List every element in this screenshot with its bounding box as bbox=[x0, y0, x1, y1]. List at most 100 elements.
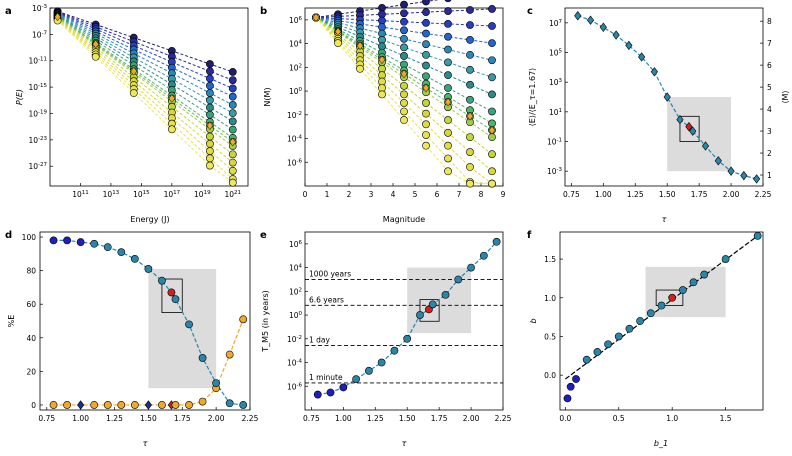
data-point-b bbox=[488, 179, 496, 188]
y-tick-label-c: 101 bbox=[549, 108, 562, 117]
data-point-a bbox=[206, 132, 214, 141]
x-tick-label-b: 7 bbox=[457, 190, 462, 199]
data-point-a bbox=[228, 117, 237, 126]
data-point-f bbox=[657, 301, 666, 310]
data-point-a bbox=[206, 89, 214, 97]
data-point-e bbox=[364, 366, 373, 375]
data-point-d-orange bbox=[103, 401, 112, 409]
y-tick-label-b: 102 bbox=[289, 63, 302, 72]
data-point-c bbox=[753, 174, 761, 184]
axes-d bbox=[39, 231, 251, 411]
data-point-b bbox=[378, 90, 386, 99]
data-point-b bbox=[488, 90, 496, 99]
data-point-f bbox=[636, 317, 645, 325]
xlabel-b: Magnitude bbox=[383, 215, 425, 224]
y-tick-label-c: 103 bbox=[549, 78, 563, 87]
xlabel-c: τ bbox=[662, 215, 667, 224]
data-point-d-teal bbox=[76, 238, 85, 246]
data-point-e bbox=[479, 251, 488, 260]
x-tick-label-b: 2 bbox=[347, 190, 352, 199]
data-point-d-orange bbox=[117, 401, 126, 409]
series-line-e bbox=[317, 241, 498, 396]
data-point-a bbox=[91, 52, 100, 61]
y-tick-label-d: 100 bbox=[22, 233, 37, 242]
data-point-b bbox=[400, 52, 408, 60]
data-point-d-teal bbox=[49, 236, 58, 245]
y-tick-label-f: 1.5 bbox=[544, 255, 556, 264]
x-tick-label-d: 1.50 bbox=[140, 414, 157, 423]
data-point-b bbox=[356, 64, 364, 73]
y-tick-label-c: 105 bbox=[549, 49, 563, 58]
diamond-marker-b bbox=[400, 69, 408, 79]
data-point-f bbox=[668, 293, 677, 302]
data-point-b bbox=[444, 71, 452, 80]
y-tick-label-a: 10-23 bbox=[28, 136, 47, 145]
series-line-a bbox=[57, 14, 234, 122]
data-point-a bbox=[228, 92, 237, 101]
data-point-f bbox=[566, 382, 575, 391]
data-point-d-orange bbox=[49, 401, 58, 409]
y-tick-label-a: 10-7 bbox=[32, 30, 48, 39]
data-point-e bbox=[454, 275, 463, 284]
data-point-a bbox=[129, 89, 138, 97]
y-tick-label-d: 60 bbox=[26, 300, 36, 309]
series-line-a bbox=[57, 15, 234, 131]
data-point-b bbox=[488, 73, 496, 82]
data-point-a bbox=[206, 81, 214, 90]
data-point-b bbox=[444, 128, 452, 137]
y-tick-label-e: 100 bbox=[289, 311, 303, 320]
data-point-b bbox=[466, 6, 474, 14]
reference-line-label-e: 1000 years bbox=[309, 269, 351, 278]
data-point-f bbox=[625, 324, 634, 333]
data-point-d-teal bbox=[63, 236, 71, 245]
data-point-b bbox=[422, 29, 430, 38]
data-point-f bbox=[721, 255, 730, 263]
diamond-marker-b bbox=[444, 97, 452, 107]
data-point-d-orange bbox=[144, 400, 152, 410]
x-tick-label-c: 1.25 bbox=[627, 190, 644, 199]
series-line-a bbox=[57, 13, 233, 106]
diamond-marker-b bbox=[378, 55, 386, 65]
y-tick-label-f: 0.0 bbox=[544, 371, 556, 380]
y-tick-label-b: 104 bbox=[289, 40, 303, 49]
y-right-tick-label-c: 5 bbox=[767, 83, 772, 92]
data-point-d-orange bbox=[171, 401, 180, 409]
data-point-f bbox=[572, 375, 580, 383]
x-tick-label-c: 1.00 bbox=[595, 190, 612, 199]
ylabel-d: %E bbox=[7, 315, 16, 328]
data-point-b bbox=[488, 167, 496, 176]
x-tick-label-e: 2.00 bbox=[463, 414, 480, 423]
series-line-a bbox=[57, 12, 233, 89]
data-point-b bbox=[488, 150, 496, 159]
data-point-a bbox=[206, 103, 214, 112]
data-point-c bbox=[586, 15, 595, 25]
x-tick-label-d: 1.25 bbox=[106, 414, 123, 423]
data-point-f bbox=[689, 278, 698, 287]
ylabel-c: ⟨E⟩/⟨E_τ=1.67⟩ bbox=[528, 68, 537, 127]
data-point-b bbox=[334, 39, 342, 48]
data-point-c bbox=[612, 30, 620, 40]
y-right-tick-label-c: 1 bbox=[767, 171, 772, 180]
data-point-b bbox=[488, 22, 496, 30]
data-point-a bbox=[228, 150, 237, 159]
x-tick-label-a: 1011 bbox=[72, 190, 89, 199]
data-point-b bbox=[466, 80, 474, 89]
x-tick-label-c: 2.25 bbox=[755, 190, 772, 199]
data-point-a bbox=[206, 147, 214, 155]
data-point-d-teal bbox=[185, 320, 193, 329]
data-point-b bbox=[444, 116, 452, 124]
data-point-b bbox=[466, 65, 474, 74]
data-point-e bbox=[492, 237, 501, 246]
data-point-b bbox=[488, 56, 496, 65]
data-point-b bbox=[488, 107, 496, 116]
data-point-b bbox=[422, 61, 430, 70]
data-point-e bbox=[326, 388, 335, 397]
data-point-e bbox=[390, 346, 399, 355]
data-point-a bbox=[206, 67, 214, 76]
ylabel-b: N(M) bbox=[263, 87, 272, 106]
data-point-b bbox=[422, 50, 430, 59]
data-point-b bbox=[400, 26, 408, 35]
diamond-marker-b bbox=[334, 27, 342, 37]
data-point-b bbox=[422, 120, 430, 129]
data-point-d-teal bbox=[90, 239, 99, 248]
